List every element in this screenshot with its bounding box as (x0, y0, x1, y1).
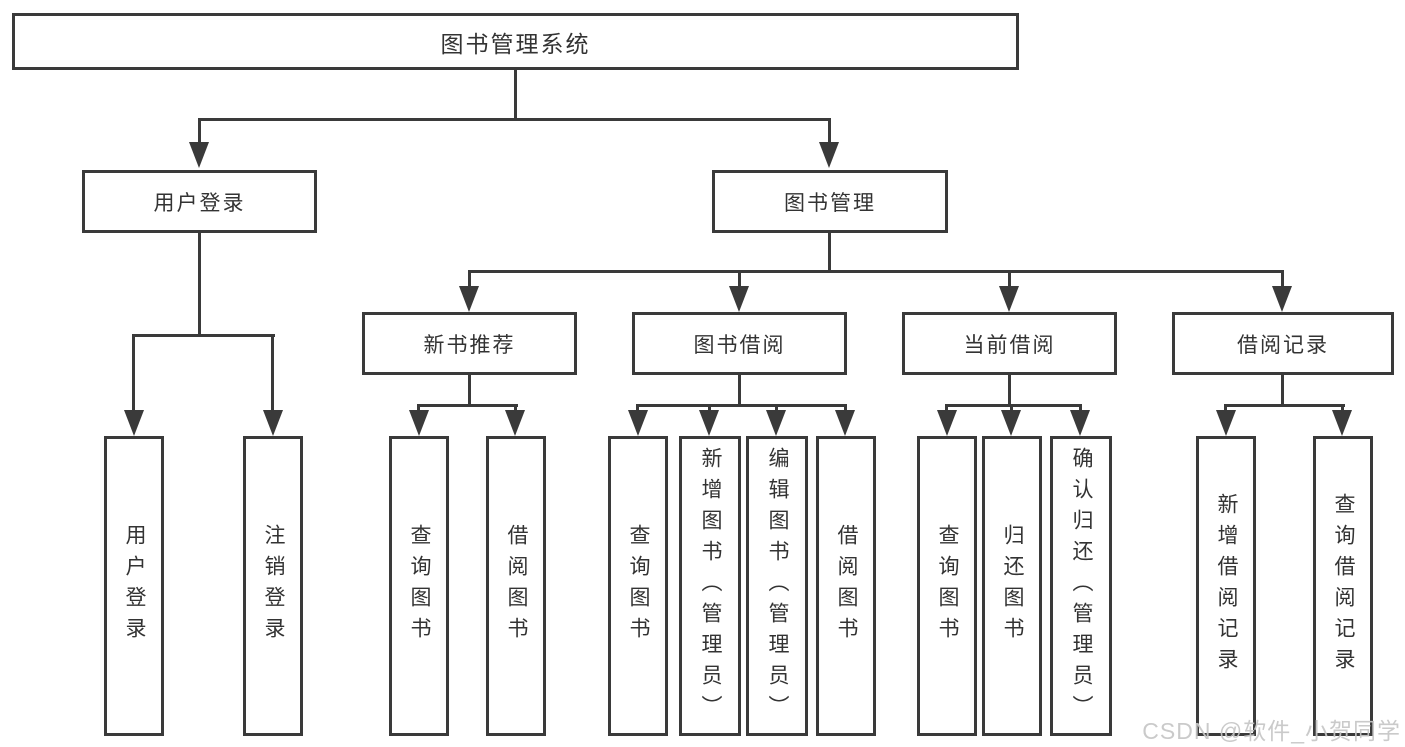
leaf-edit-book-admin: 编辑图书（管理员） (746, 436, 808, 736)
leaf-return-books: 归还图书 (982, 436, 1042, 736)
arrowhead-icon (819, 142, 839, 168)
connector-line (417, 404, 420, 412)
connector-line (1079, 404, 1082, 412)
leaf-confirm-return-admin: 确认归还（管理员） (1050, 436, 1112, 736)
arrowhead-icon (263, 410, 283, 436)
connector-line (1010, 404, 1013, 412)
arrowhead-icon (409, 410, 429, 436)
leaf-query-books-2: 查询图书 (608, 436, 668, 736)
connector-line (708, 404, 711, 412)
leaf-add-borrow-record: 新增借阅记录 (1196, 436, 1256, 736)
connector-line (198, 118, 201, 142)
connector-line (844, 404, 847, 412)
arrowhead-icon (505, 410, 525, 436)
connector-line (468, 375, 471, 406)
leaf-logout: 注销登录 (243, 436, 303, 736)
arrowhead-icon (1272, 286, 1292, 312)
arrowhead-icon (766, 410, 786, 436)
connector-line (636, 404, 639, 412)
connector-line (132, 334, 135, 410)
node-current-borrowing: 当前借阅 (902, 312, 1117, 375)
arrowhead-icon (124, 410, 144, 436)
leaf-add-book-admin: 新增图书（管理员） (679, 436, 741, 736)
leaf-borrow-books-2: 借阅图书 (816, 436, 876, 736)
node-new-book-recommendation: 新书推荐 (362, 312, 577, 375)
connector-line (1008, 375, 1011, 406)
leaf-user-login: 用户登录 (104, 436, 164, 736)
connector-line (468, 270, 1282, 273)
leaf-query-books-3: 查询图书 (917, 436, 977, 736)
connector-line (1224, 404, 1227, 412)
node-borrowing-records: 借阅记录 (1172, 312, 1394, 375)
arrowhead-icon (937, 410, 957, 436)
connector-line (1281, 270, 1284, 286)
connector-line (198, 118, 831, 121)
connector-line (945, 404, 948, 412)
arrowhead-icon (729, 286, 749, 312)
leaf-query-borrow-record: 查询借阅记录 (1313, 436, 1373, 736)
arrowhead-icon (999, 286, 1019, 312)
connector-line (514, 404, 517, 412)
connector-line (417, 404, 518, 407)
watermark-credit: CSDN @软件_小贺同学 (1142, 718, 1401, 744)
arrowhead-icon (1001, 410, 1021, 436)
connector-line (198, 233, 201, 336)
arrowhead-icon (628, 410, 648, 436)
arrowhead-icon (835, 410, 855, 436)
node-library-system: 图书管理系统 (12, 13, 1019, 70)
connector-line (1008, 270, 1011, 286)
arrowhead-icon (1216, 410, 1236, 436)
node-user-login: 用户登录 (82, 170, 317, 233)
arrowhead-icon (1070, 410, 1090, 436)
connector-line (468, 270, 471, 286)
arrowhead-icon (189, 142, 209, 168)
connector-line (636, 404, 847, 407)
arrowhead-icon (699, 410, 719, 436)
arrowhead-icon (459, 286, 479, 312)
connector-line (945, 404, 1082, 407)
arrowhead-icon (1332, 410, 1352, 436)
connector-line (828, 233, 831, 273)
connector-line (828, 118, 831, 142)
connector-line (1341, 404, 1344, 412)
leaf-query-books: 查询图书 (389, 436, 449, 736)
connector-line (1224, 404, 1345, 407)
connector-line (738, 375, 741, 406)
connector-line (1281, 375, 1284, 406)
node-book-management: 图书管理 (712, 170, 948, 233)
connector-line (775, 404, 778, 412)
node-book-borrowing: 图书借阅 (632, 312, 847, 375)
connector-line (514, 69, 517, 120)
connector-line (738, 270, 741, 286)
leaf-borrow-books: 借阅图书 (486, 436, 546, 736)
connector-line (132, 334, 275, 337)
connector-line (271, 334, 274, 410)
